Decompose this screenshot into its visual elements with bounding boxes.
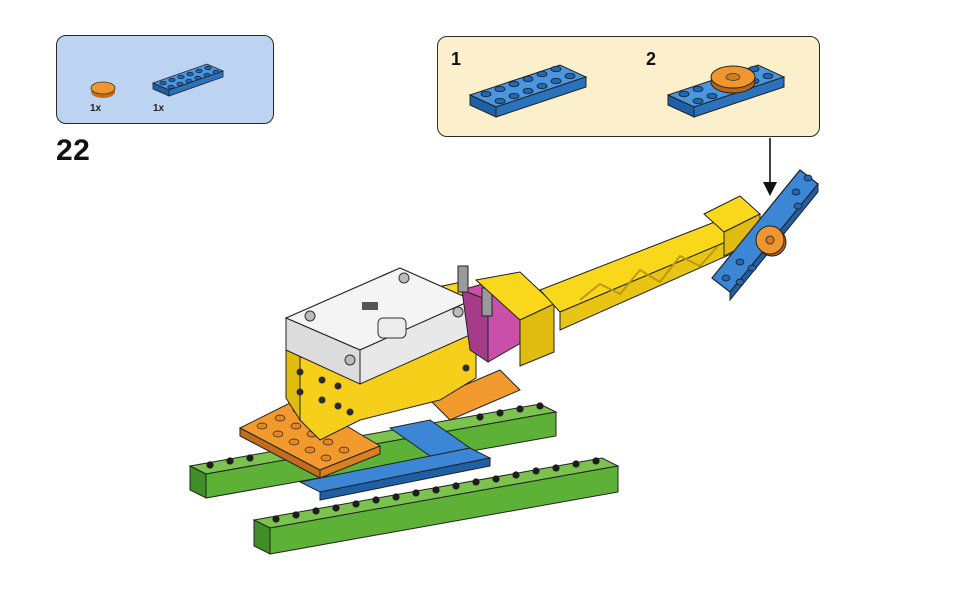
substep-2-assembled-plate <box>666 64 786 118</box>
orange-base-plate <box>238 369 521 479</box>
blue-cross-plates <box>298 419 492 501</box>
blue-plate-part <box>151 63 225 97</box>
part-quantity-plate: 1x <box>153 103 165 114</box>
green-beam-back <box>188 403 558 499</box>
yellow-hub-body <box>285 281 477 441</box>
substep-1-blue-plate <box>468 64 588 118</box>
yellow-crane-arm <box>474 195 761 367</box>
green-beam-front <box>252 457 620 555</box>
orange-round-tile-part <box>90 81 116 98</box>
white-hub-top <box>284 267 474 385</box>
parts-callout: 1x 1x <box>56 35 274 124</box>
substep-number-2: 2 <box>646 49 657 69</box>
placement-arrow <box>763 138 777 196</box>
part-quantity-tile: 1x <box>90 103 102 114</box>
blue-plate-attached <box>711 169 819 302</box>
parts-illustration <box>90 63 225 98</box>
magenta-motor-connector <box>457 265 527 363</box>
substep-number-1: 1 <box>451 49 462 69</box>
substep-callout: 1 2 <box>437 36 820 137</box>
step-number: 22 <box>56 134 91 167</box>
substep-illustrations <box>468 64 786 118</box>
